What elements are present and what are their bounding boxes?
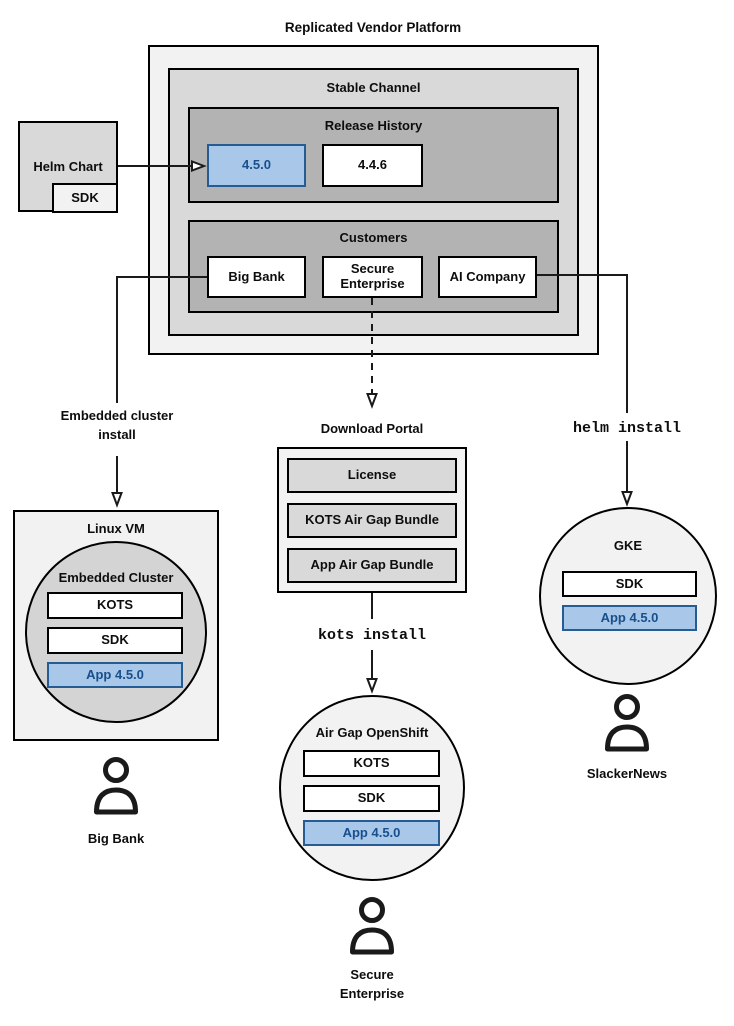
- download-portal-kots-bundle: KOTS Air Gap Bundle: [287, 503, 457, 538]
- download-portal-license: License: [287, 458, 457, 493]
- person-icon: [93, 757, 139, 818]
- person-icon: [349, 897, 395, 958]
- customer-ai-company: AI Company: [438, 256, 537, 298]
- release-4-5-0: 4.5.0: [207, 144, 306, 187]
- gke-label: GKE: [613, 538, 643, 553]
- release-4-4-6: 4.4.6: [322, 144, 423, 187]
- embedded-cluster-label: Embedded Cluster: [58, 570, 174, 585]
- slackernews-user-label: SlackerNews: [586, 766, 668, 781]
- arrowhead-down-portal-icon: [366, 393, 378, 409]
- customer-secure-enterprise: Secure Enterprise: [322, 256, 423, 298]
- person-icon: [604, 694, 650, 755]
- linux-vm-label: Linux VM: [87, 521, 145, 536]
- openshift-app-box: App 4.5.0: [303, 820, 440, 846]
- big-bank-user: [93, 757, 139, 818]
- diagram-title: Replicated Vendor Platform: [284, 20, 462, 35]
- openshift-sdk-box: SDK: [303, 785, 440, 812]
- secure-enterprise-user: [349, 897, 395, 958]
- openshift-kots-box: KOTS: [303, 750, 440, 777]
- linux-vm-sdk-box: SDK: [47, 627, 183, 654]
- customers-label: Customers: [339, 230, 408, 245]
- download-portal-app-bundle: App Air Gap Bundle: [287, 548, 457, 583]
- big-bank-user-label: Big Bank: [87, 831, 145, 846]
- arrowhead-down-helm-icon: [621, 491, 633, 507]
- kots-install-label: kots install: [317, 627, 427, 644]
- stable-channel-label: Stable Channel: [326, 80, 421, 95]
- helm-chart-sdk-box: SDK: [52, 183, 118, 213]
- linux-vm-app-box: App 4.5.0: [47, 662, 183, 688]
- release-history-label: Release History: [324, 118, 423, 133]
- secure-enterprise-user-label: Secure Enterprise: [339, 967, 405, 1001]
- air-gap-openshift-label: Air Gap OpenShift: [315, 725, 429, 740]
- arrowhead-down-kots-icon: [366, 678, 378, 694]
- download-portal-label: Download Portal: [320, 421, 424, 436]
- slackernews-user: [604, 694, 650, 755]
- gke-sdk-box: SDK: [562, 571, 697, 597]
- linux-vm-kots-box: KOTS: [47, 592, 183, 619]
- helm-install-label: helm install: [572, 420, 682, 437]
- embedded-cluster-install-label: Embedded cluster install: [60, 408, 174, 442]
- gke-app-box: App 4.5.0: [562, 605, 697, 631]
- arrowhead-down-embedded-icon: [111, 492, 123, 508]
- customer-big-bank: Big Bank: [207, 256, 306, 298]
